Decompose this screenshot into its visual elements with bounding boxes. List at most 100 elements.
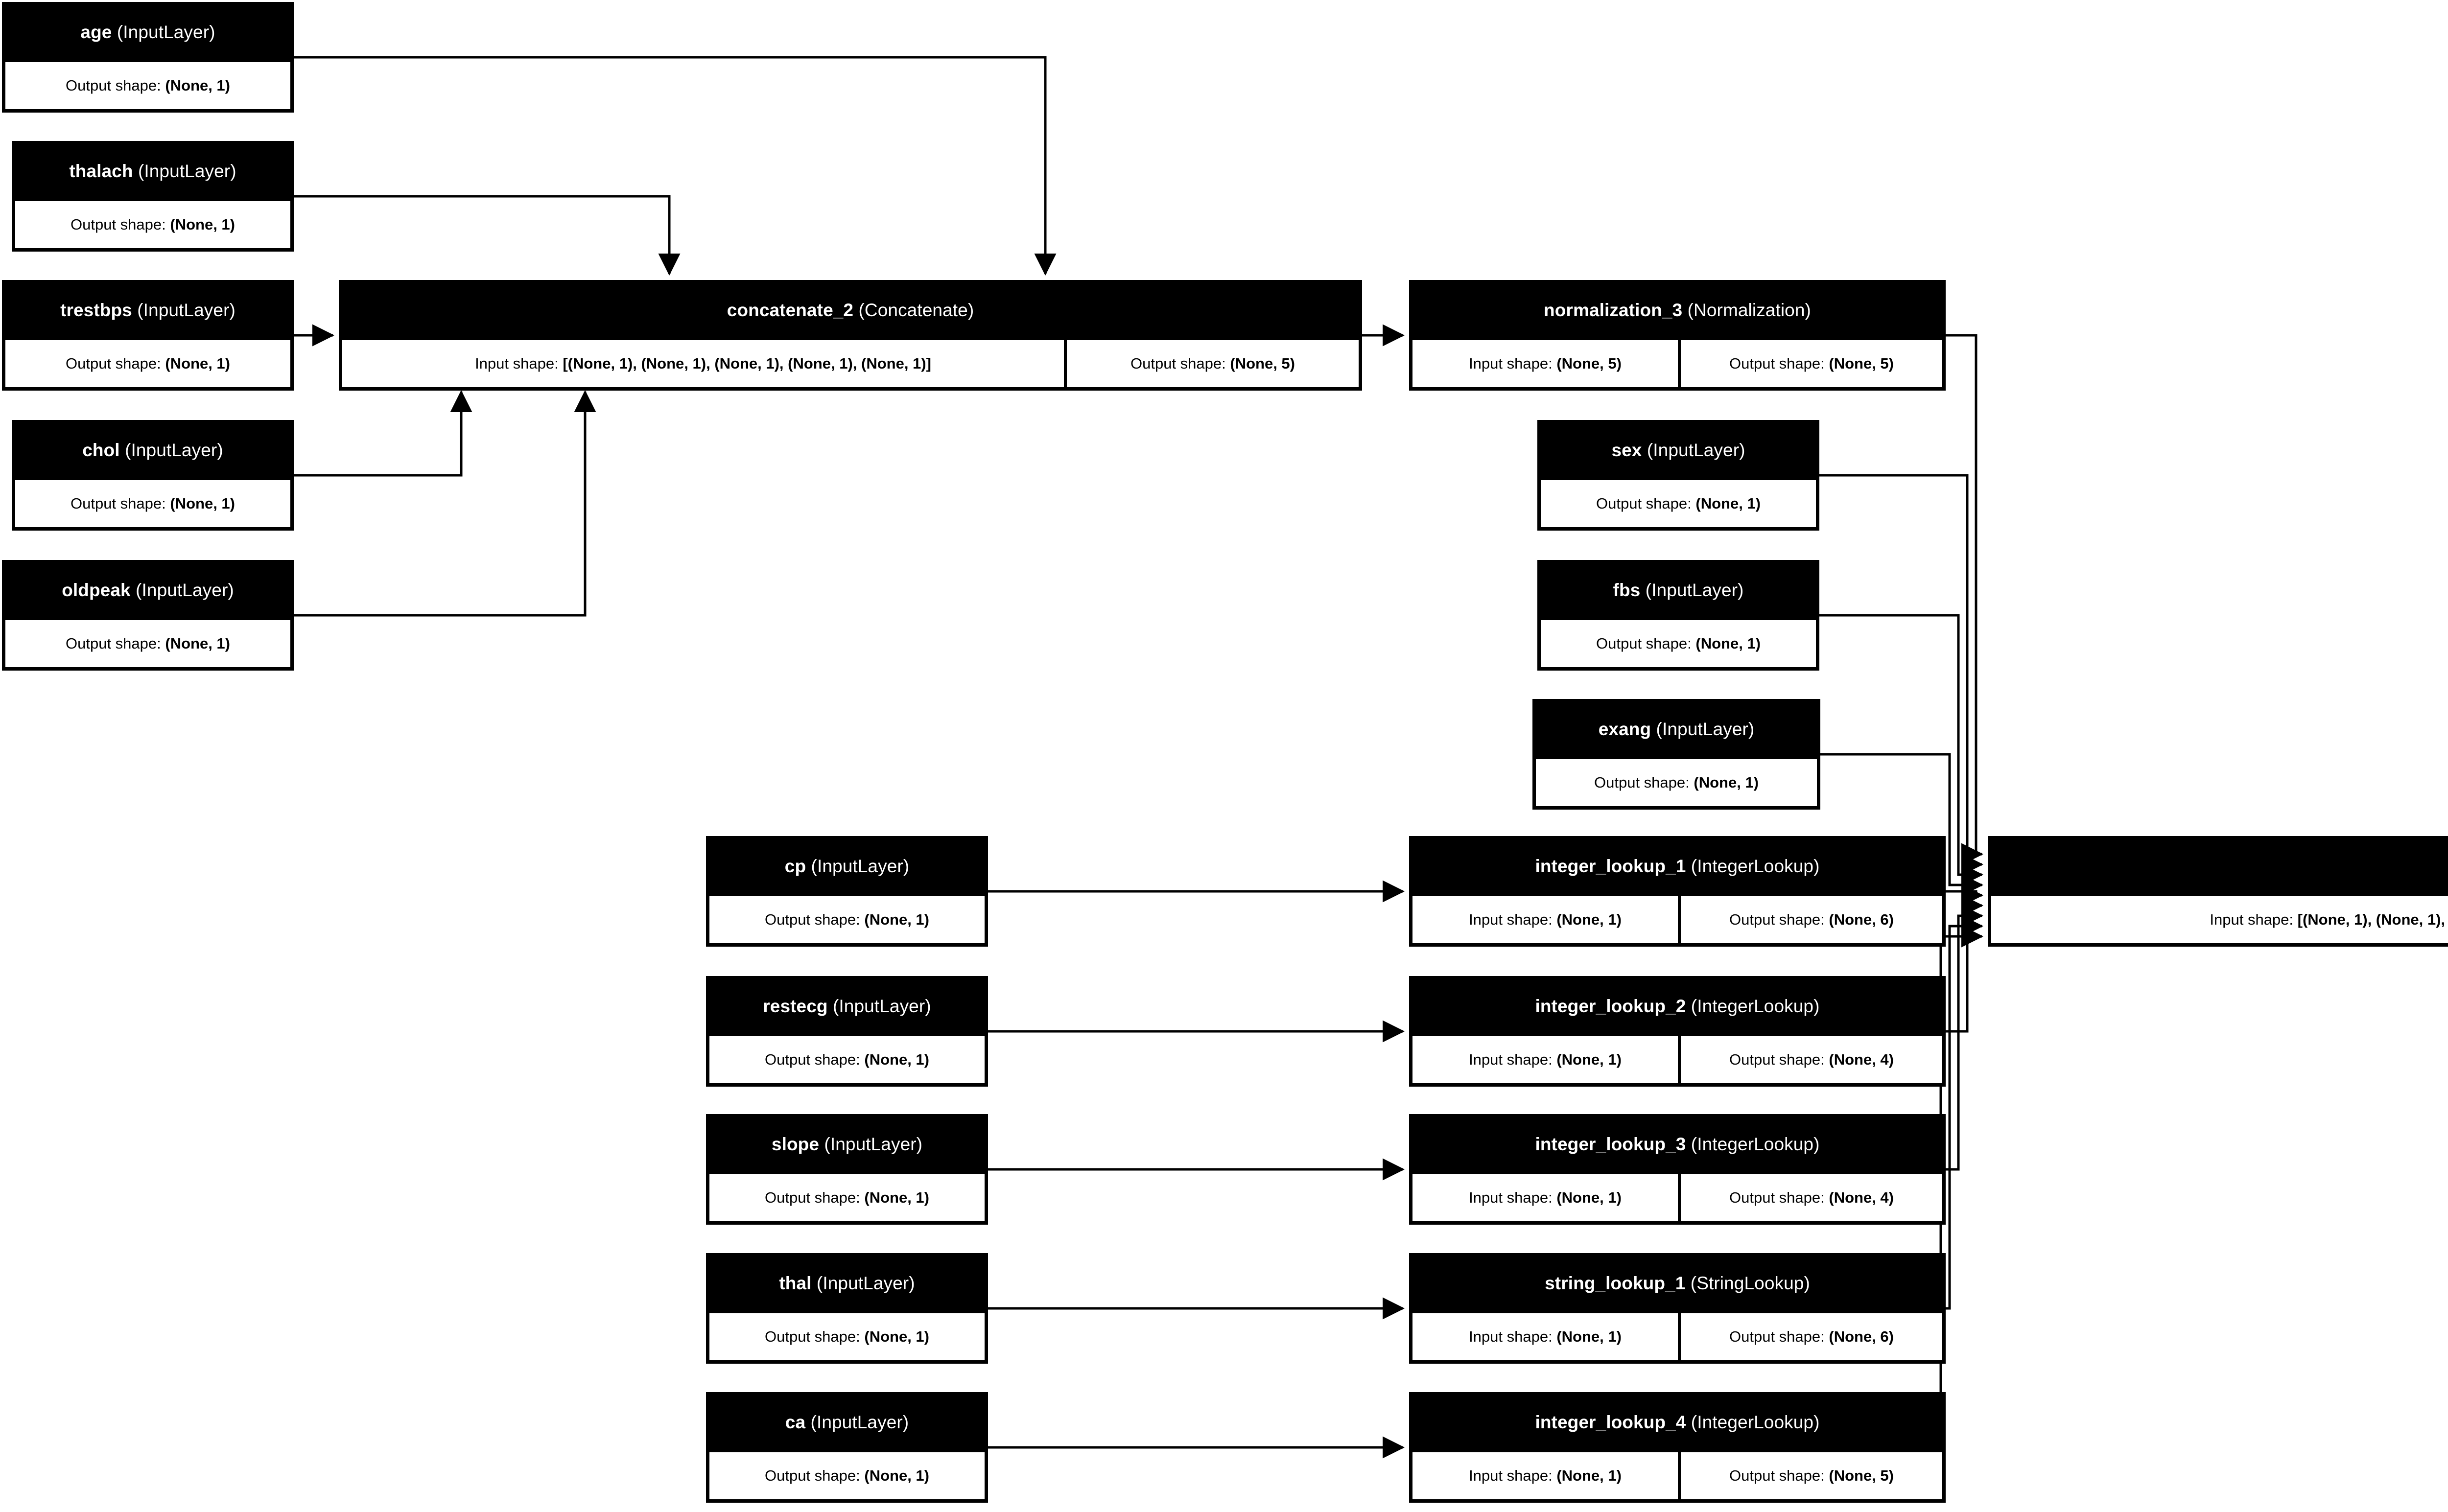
node-title-thalach: thalach (InputLayer) bbox=[14, 143, 292, 200]
node-title-sex: sex (InputLayer) bbox=[1539, 422, 1817, 479]
node-chol[interactable]: chol (InputLayer)Output shape: (None, 1) bbox=[12, 420, 294, 531]
node-ca[interactable]: ca (InputLayer)Output shape: (None, 1) bbox=[706, 1392, 988, 1503]
node-output-shape-integer_lookup_1-value: (None, 6) bbox=[1829, 911, 1894, 928]
node-title-restecg: restecg (InputLayer) bbox=[708, 978, 986, 1035]
node-layer-type: (InputLayer) bbox=[1642, 440, 1745, 460]
node-title-integer_lookup_2: integer_lookup_2 (IntegerLookup) bbox=[1411, 978, 1944, 1035]
node-title-integer_lookup_1: integer_lookup_1 (IntegerLookup) bbox=[1411, 838, 1944, 895]
node-age[interactable]: age (InputLayer)Output shape: (None, 1) bbox=[2, 2, 294, 113]
node-title-slope: slope (InputLayer) bbox=[708, 1116, 986, 1173]
node-body-string_lookup_1: Input shape: (None, 1)Output shape: (Non… bbox=[1411, 1312, 1944, 1362]
node-output-shape-chol-value: (None, 1) bbox=[170, 495, 235, 512]
node-body-age: Output shape: (None, 1) bbox=[4, 61, 292, 111]
node-body-normalization_3: Input shape: (None, 5)Output shape: (Non… bbox=[1411, 339, 1944, 389]
node-input-shape-integer_lookup_2-value: (None, 1) bbox=[1556, 1051, 1622, 1068]
node-sex[interactable]: sex (InputLayer)Output shape: (None, 1) bbox=[1537, 420, 1819, 531]
node-integer_lookup_1[interactable]: integer_lookup_1 (IntegerLookup)Input sh… bbox=[1409, 836, 1946, 947]
node-output-shape-integer_lookup_3-value: (None, 4) bbox=[1829, 1189, 1894, 1206]
node-body-sex: Output shape: (None, 1) bbox=[1539, 479, 1817, 529]
node-output-shape-fbs-value: (None, 1) bbox=[1695, 635, 1761, 652]
node-title-oldpeak: oldpeak (InputLayer) bbox=[4, 562, 292, 619]
edge-integer_lookup_3-to-concatenate_3 bbox=[1946, 905, 1984, 1171]
node-layer-type: (IntegerLookup) bbox=[1686, 856, 1820, 876]
node-layer-type: (InputLayer) bbox=[805, 1412, 909, 1432]
node-body-integer_lookup_2: Input shape: (None, 1) Output shape: (Non… bbox=[1411, 1035, 1944, 1085]
node-layer-name: slope bbox=[771, 1134, 820, 1154]
node-concatenate_3[interactable]: concatenate_3 (Concatenate)Input shape: … bbox=[1988, 836, 2448, 947]
node-layer-name: exang bbox=[1598, 719, 1651, 739]
node-output-shape-age-value: (None, 1) bbox=[165, 77, 230, 94]
node-body-slope: Output shape: (None, 1) bbox=[708, 1173, 986, 1223]
node-output-shape-sex-value: (None, 1) bbox=[1695, 495, 1761, 512]
edge-normalization_3-to-concatenate_3 bbox=[1946, 334, 1984, 865]
node-input-shape-string_lookup_1-value: (None, 1) bbox=[1556, 1328, 1622, 1345]
node-input-shape-integer_lookup_4-value: (None, 1) bbox=[1556, 1467, 1622, 1484]
node-string_lookup_1[interactable]: string_lookup_1 (StringLookup)Input shap… bbox=[1409, 1253, 1946, 1364]
node-output-shape-integer_lookup_3: Output shape: (None, 4) bbox=[1679, 1173, 1944, 1223]
node-input-shape-integer_lookup_2-label: Input shape: bbox=[1469, 1051, 1557, 1068]
node-input-shape-concatenate_2: Input shape: [(None, 1), (None, 1), (Non… bbox=[341, 339, 1065, 389]
node-input-shape-integer_lookup_3-value: (None, 1) bbox=[1556, 1189, 1622, 1206]
edge-thalach-to-concatenate_2 bbox=[294, 195, 681, 276]
node-output-shape-thalach-value: (None, 1) bbox=[170, 216, 235, 233]
node-output-shape-integer_lookup_4-value: (None, 5) bbox=[1829, 1467, 1894, 1484]
node-body-exang: Output shape: (None, 1) bbox=[1534, 758, 1818, 808]
node-slope[interactable]: slope (InputLayer)Output shape: (None, 1… bbox=[706, 1114, 988, 1225]
node-output-shape-thalach-label: Output shape: bbox=[71, 216, 170, 233]
node-title-age: age (InputLayer) bbox=[4, 4, 292, 61]
node-exang[interactable]: exang (InputLayer)Output shape: (None, 1… bbox=[1532, 699, 1820, 810]
node-input-shape-string_lookup_1-label: Input shape: bbox=[1469, 1328, 1557, 1345]
node-layer-type: (IntegerLookup) bbox=[1686, 996, 1820, 1016]
node-integer_lookup_4[interactable]: integer_lookup_4 (IntegerLookup)Input sh… bbox=[1409, 1392, 1946, 1503]
node-output-shape-string_lookup_1-label: Output shape: bbox=[1729, 1328, 1829, 1345]
node-trestbps[interactable]: trestbps (InputLayer)Output shape: (None… bbox=[2, 280, 294, 391]
node-layer-name: integer_lookup_3 bbox=[1535, 1134, 1686, 1154]
node-layer-type: (InputLayer) bbox=[133, 161, 236, 181]
node-output-shape-cp-value: (None, 1) bbox=[864, 911, 929, 928]
node-layer-type: (InputLayer) bbox=[132, 300, 235, 320]
node-layer-type: (InputLayer) bbox=[806, 856, 910, 876]
node-oldpeak[interactable]: oldpeak (InputLayer)Output shape: (None,… bbox=[2, 560, 294, 671]
node-body-chol: Output shape: (None, 1) bbox=[14, 479, 292, 529]
node-output-shape-integer_lookup_2-label: Output shape: bbox=[1729, 1051, 1829, 1068]
node-body-integer_lookup_1: Input shape: (None, 1)Output shape: (Non… bbox=[1411, 895, 1944, 945]
node-output-shape-concatenate_2-value: (None, 5) bbox=[1230, 355, 1295, 372]
node-output-shape-thalach: Output shape: (None, 1) bbox=[14, 200, 292, 250]
node-integer_lookup_2[interactable]: integer_lookup_2 (IntegerLookup)Input sh… bbox=[1409, 976, 1946, 1087]
node-fbs[interactable]: fbs (InputLayer)Output shape: (None, 1) bbox=[1537, 560, 1819, 671]
node-output-shape-chol: Output shape: (None, 1) bbox=[14, 479, 292, 529]
node-input-shape-integer_lookup_1-value: (None, 1) bbox=[1556, 911, 1622, 928]
edge-string_lookup_1-to-concatenate_3 bbox=[1946, 915, 1984, 1310]
node-thalach[interactable]: thalach (InputLayer)Output shape: (None,… bbox=[12, 141, 294, 252]
node-layer-type: (Concatenate) bbox=[853, 300, 974, 320]
node-output-shape-chol-label: Output shape: bbox=[71, 495, 170, 512]
node-integer_lookup_3[interactable]: integer_lookup_3 (IntegerLookup)Input sh… bbox=[1409, 1114, 1946, 1225]
node-input-shape-integer_lookup_2: Input shape: (None, 1) bbox=[1411, 1035, 1679, 1085]
node-output-shape-fbs: Output shape: (None, 1) bbox=[1539, 619, 1817, 669]
node-thal[interactable]: thal (InputLayer)Output shape: (None, 1) bbox=[706, 1253, 988, 1364]
node-input-shape-normalization_3-label: Input shape: bbox=[1469, 355, 1557, 372]
node-output-shape-integer_lookup_4-label: Output shape: bbox=[1729, 1467, 1829, 1484]
node-output-shape-thal-value: (None, 1) bbox=[864, 1328, 929, 1345]
edge-oldpeak-to-concatenate_2 bbox=[294, 390, 596, 617]
node-input-shape-integer_lookup_1-label: Input shape: bbox=[1469, 911, 1557, 928]
node-layer-type: (InputLayer) bbox=[1640, 580, 1744, 600]
node-restecg[interactable]: restecg (InputLayer)Output shape: (None,… bbox=[706, 976, 988, 1087]
node-layer-type: (IntegerLookup) bbox=[1686, 1412, 1820, 1432]
node-output-shape-thal: Output shape: (None, 1) bbox=[708, 1312, 986, 1362]
node-layer-name: chol bbox=[82, 440, 120, 460]
node-concatenate_2[interactable]: concatenate_2 (Concatenate)Input shape: … bbox=[339, 280, 1362, 391]
node-output-shape-integer_lookup_4: Output shape: (None, 5) bbox=[1679, 1451, 1944, 1501]
node-output-shape-oldpeak: Output shape: (None, 1) bbox=[4, 619, 292, 669]
node-cp[interactable]: cp (InputLayer)Output shape: (None, 1) bbox=[706, 836, 988, 947]
node-layer-name: age bbox=[80, 22, 112, 42]
node-input-shape-integer_lookup_3: Input shape: (None, 1) bbox=[1411, 1173, 1679, 1223]
node-title-fbs: fbs (InputLayer) bbox=[1539, 562, 1817, 619]
node-normalization_3[interactable]: normalization_3 (Normalization)Input sha… bbox=[1409, 280, 1946, 391]
node-title-concatenate_3: concatenate_3 (Concatenate) bbox=[1990, 838, 2448, 895]
node-output-shape-slope: Output shape: (None, 1) bbox=[708, 1173, 986, 1223]
node-output-shape-normalization_3-label: Output shape: bbox=[1729, 355, 1829, 372]
node-layer-name: string_lookup_1 bbox=[1545, 1273, 1686, 1293]
node-body-thal: Output shape: (None, 1) bbox=[708, 1312, 986, 1362]
edge-sex-to-concatenate_3 bbox=[1819, 474, 1984, 876]
